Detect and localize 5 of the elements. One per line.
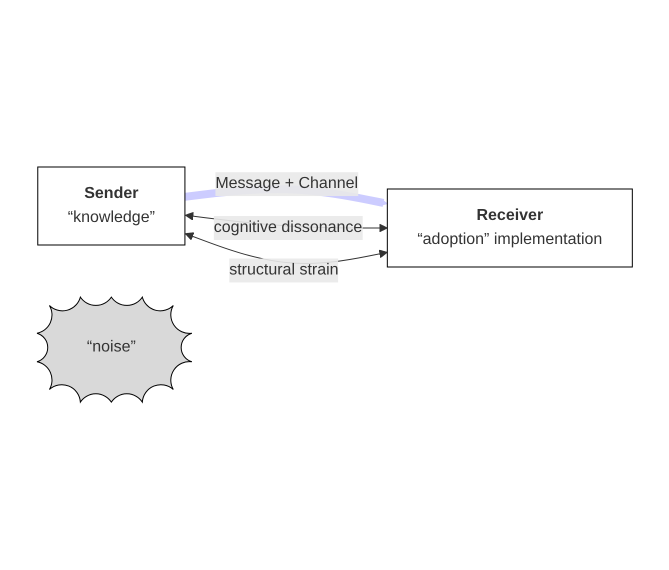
edge-label: cognitive dissonance <box>214 219 362 236</box>
edge-label: Message + Channel <box>215 176 358 193</box>
node-box: Sender “knowledge” <box>37 166 186 246</box>
edge-label: structural strain <box>229 262 338 279</box>
node-box: Receiver “adoption” implementation <box>386 188 633 268</box>
